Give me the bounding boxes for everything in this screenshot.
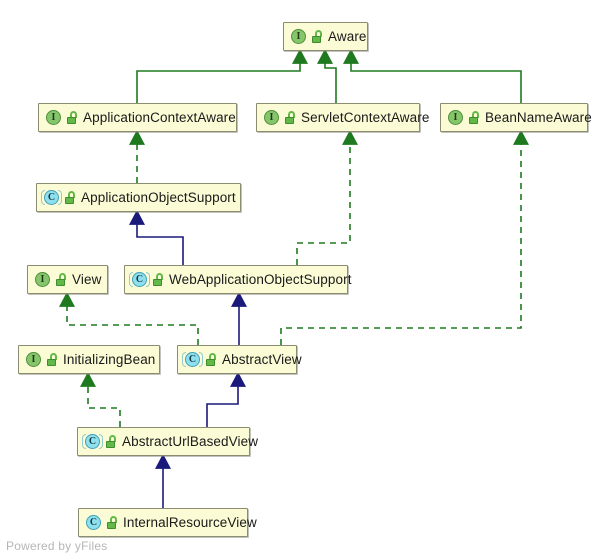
- node-label-internal-resource-view: InternalResourceView: [123, 514, 257, 530]
- lock-icon: [105, 434, 118, 449]
- node-web-application-object-support[interactable]: C WebApplicationObjectSupport: [124, 265, 351, 294]
- interface-icon: I: [290, 28, 307, 45]
- class-icon: C: [129, 271, 150, 288]
- interface-icon-letter: I: [51, 112, 56, 123]
- interface-icon: I: [447, 109, 464, 126]
- class-icon: C: [182, 351, 203, 368]
- interface-icon: I: [34, 271, 51, 288]
- lock-icon: [284, 110, 297, 125]
- class-icon: C: [85, 514, 102, 531]
- lock-icon: [55, 272, 68, 287]
- interface-icon-letter: I: [31, 354, 36, 365]
- interface-icon: I: [263, 109, 280, 126]
- interface-icon: I: [25, 351, 42, 368]
- class-icon-letter: C: [135, 274, 144, 285]
- node-initializing-bean[interactable]: I InitializingBean: [18, 345, 160, 374]
- class-icon-letter: C: [188, 354, 197, 365]
- node-application-object-support[interactable]: C ApplicationObjectSupport: [36, 183, 241, 212]
- class-icon-letter: C: [89, 517, 98, 528]
- lock-icon: [468, 110, 481, 125]
- node-label-application-object-support: ApplicationObjectSupport: [81, 189, 236, 205]
- node-application-context-aware[interactable]: I ApplicationContextAware: [38, 103, 237, 132]
- lock-icon: [66, 110, 79, 125]
- lock-icon: [106, 515, 119, 530]
- interface-icon: I: [45, 109, 62, 126]
- watermark: Powered by yFiles: [6, 539, 108, 553]
- node-label-view: View: [72, 271, 102, 287]
- class-icon: C: [41, 189, 62, 206]
- class-icon-letter: C: [47, 192, 56, 203]
- interface-icon-letter: I: [453, 112, 458, 123]
- interface-icon-letter: I: [40, 274, 45, 285]
- node-servlet-context-aware[interactable]: I ServletContextAware: [256, 103, 429, 132]
- interface-icon-letter: I: [296, 31, 301, 42]
- node-label-initializing-bean: InitializingBean: [63, 351, 156, 367]
- node-view[interactable]: I View: [27, 265, 108, 294]
- interface-icon-letter: I: [269, 112, 274, 123]
- node-bean-name-aware[interactable]: I BeanNameAware: [440, 103, 592, 132]
- node-label-servlet-context-aware: ServletContextAware: [301, 109, 430, 125]
- node-aware[interactable]: I Aware: [283, 22, 368, 51]
- node-label-bean-name-aware: BeanNameAware: [485, 109, 592, 125]
- node-label-abstract-view: AbstractView: [222, 351, 302, 367]
- lock-icon: [64, 190, 77, 205]
- node-label-web-application-object-support: WebApplicationObjectSupport: [169, 271, 352, 287]
- node-internal-resource-view[interactable]: C InternalResourceView: [78, 508, 257, 537]
- class-icon-letter: C: [88, 436, 97, 447]
- lock-icon: [152, 272, 165, 287]
- lock-icon: [205, 352, 218, 367]
- node-label-aware: Aware: [328, 28, 367, 44]
- node-abstract-url-based-view[interactable]: C AbstractUrlBasedView: [77, 427, 258, 456]
- node-label-abstract-url-based-view: AbstractUrlBasedView: [122, 433, 259, 449]
- class-icon: C: [82, 433, 103, 450]
- node-label-application-context-aware: ApplicationContextAware: [83, 109, 236, 125]
- lock-icon: [46, 352, 59, 367]
- node-abstract-view[interactable]: C AbstractView: [177, 345, 302, 374]
- lock-icon: [311, 29, 324, 44]
